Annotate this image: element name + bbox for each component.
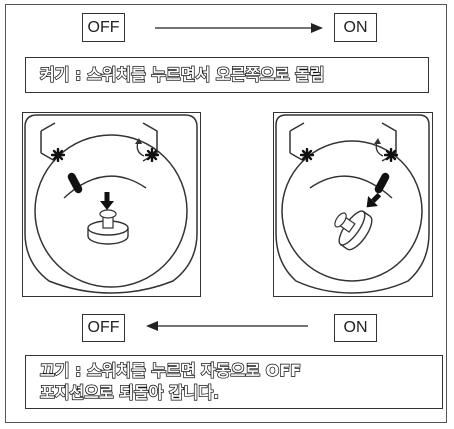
off-instruction-line-1: 끄기 : 스위치를 누르면 자동으로 OFF <box>39 360 302 380</box>
diagram-frame <box>5 4 447 423</box>
push-arrow-icon <box>100 192 114 210</box>
arrow-right-icon <box>155 23 323 33</box>
snowflake-icon <box>300 148 314 162</box>
off-label-top: OFF <box>82 13 125 42</box>
snowflake-icon <box>51 148 65 162</box>
on-label-top: ON <box>334 13 377 42</box>
on-label-bottom: ON <box>334 314 377 342</box>
off-instruction: 끄기 : 스위치를 누르면 자동으로 OFF 포지션으로 되돌아 갑니다. <box>25 355 443 409</box>
snowflake-icon <box>384 148 398 162</box>
off-label-bottom: OFF <box>82 314 125 342</box>
off-instruction-line-2: 포지션으로 되돌아 갑니다. <box>39 382 220 402</box>
snowflake-icon <box>145 148 159 162</box>
rotate-arrow-icon <box>135 138 145 157</box>
arrow-left-icon <box>146 321 308 331</box>
rotate-arrow-icon <box>374 138 384 157</box>
on-instruction: 켜기 : 스위치를 누르면서 오른쪽으로 돌림 <box>25 57 429 93</box>
switch-knob-off <box>63 172 147 245</box>
push-arrow-icon <box>366 192 382 208</box>
switch-knob-on <box>309 172 393 251</box>
switch-off-panel <box>22 112 201 297</box>
